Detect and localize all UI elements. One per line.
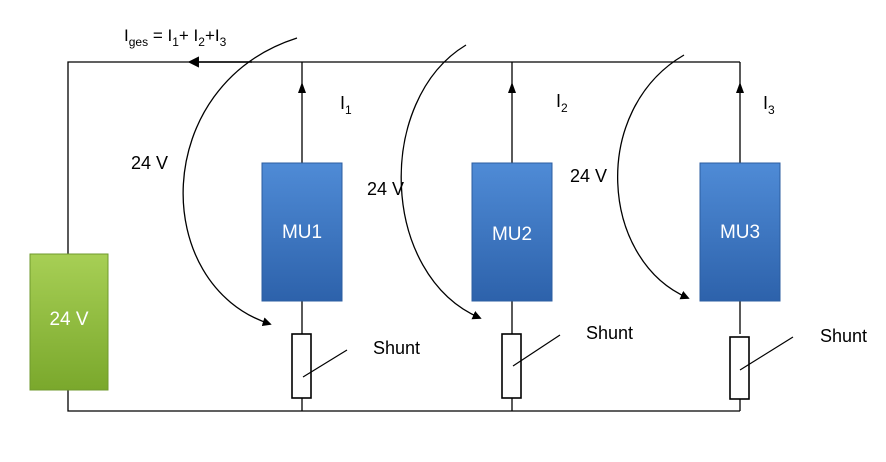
unit-box-mu1 — [261, 162, 343, 302]
current-arrow-3 — [736, 82, 744, 93]
voltage-label-3: 24 V — [570, 166, 608, 186]
shunts — [291, 333, 750, 400]
current-label-2: I2 — [556, 91, 568, 115]
battery-label: 24 V — [49, 309, 89, 330]
current-label-3: I3 — [763, 93, 775, 117]
shunt-leader-3 — [739, 336, 794, 371]
top-wire — [67, 61, 740, 255]
wires — [67, 61, 741, 412]
voltage-arcs — [182, 37, 690, 327]
voltage-arc-2 — [400, 44, 482, 320]
voltage-arc-3 — [617, 54, 690, 300]
unit-label-mu1: MU1 — [281, 222, 323, 243]
voltage-arc-1 — [182, 37, 298, 327]
bottom-wire — [67, 388, 740, 412]
shunt-leaders — [302, 334, 794, 378]
current-arrow-1 — [298, 82, 306, 93]
current-label-1: I1 — [340, 93, 352, 117]
current-arrow-2 — [508, 82, 516, 93]
total-current-formula: Iges = I1+ I2+I3 — [124, 26, 227, 49]
unit-label-mu3: MU3 — [719, 222, 761, 243]
shunt-leader-1 — [302, 349, 348, 378]
shunt-label-3: Shunt — [820, 326, 868, 346]
unit-box-mu3 — [699, 162, 781, 302]
shunt-label-2: Shunt — [586, 323, 634, 343]
shunt-resistor-2 — [501, 333, 522, 399]
unit-box-mu2 — [471, 162, 553, 302]
battery — [29, 253, 109, 391]
shunt-label-1: Shunt — [373, 338, 421, 358]
voltage-label-2: 24 V — [367, 179, 405, 199]
unit-label-mu2: MU2 — [491, 224, 533, 245]
shunt-resistor-1 — [291, 333, 312, 399]
voltage-label-1: 24 V — [131, 153, 169, 173]
shunt-leader-2 — [512, 334, 561, 367]
current-arrows — [298, 82, 744, 93]
shunt-resistor-3 — [729, 336, 750, 400]
